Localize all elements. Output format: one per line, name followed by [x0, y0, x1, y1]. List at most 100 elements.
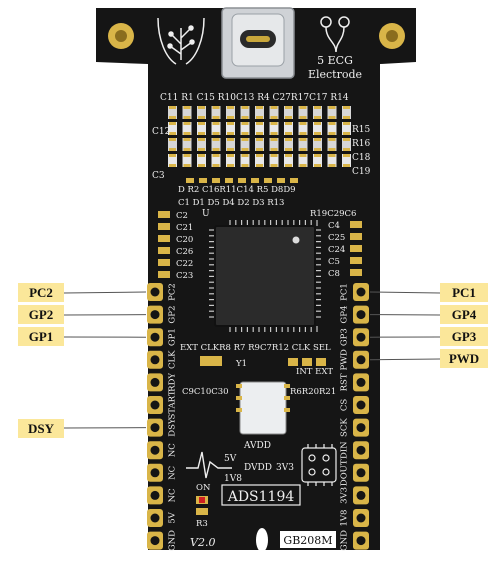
silk-3v3: 3V3 — [276, 463, 294, 473]
right-pin-label-3: GP3 — [340, 328, 350, 346]
callout-left-gp2: GP2 — [18, 305, 64, 324]
right-header-pin-11 — [353, 509, 369, 527]
ecg-label-line2: Electrode — [308, 68, 362, 81]
silk-right-col-4: C8 — [328, 269, 340, 279]
version-label: V2.0 — [190, 536, 215, 549]
left-header-pin-3 — [147, 328, 163, 346]
left-pin-label-12: GND — [168, 530, 178, 551]
right-pin-label-1: PC1 — [340, 283, 350, 301]
right-pin-label-6: CS — [340, 399, 350, 412]
crystal-y1 — [200, 356, 222, 366]
left-header-pin-10 — [147, 486, 163, 504]
right-pin-label-2: GP4 — [340, 306, 350, 324]
callout-right-gp4: GP4 — [440, 305, 488, 324]
silk-left-cap-2: C3 — [152, 171, 165, 181]
left-pin-label-10: NC — [168, 488, 178, 502]
left-header-pin-12 — [147, 532, 163, 550]
bottom-slot — [256, 528, 268, 552]
left-pin-label-3: GP1 — [168, 328, 178, 346]
silk-top-row: C11 R1 C15 R10C13 R4 C27R17C17 R14 — [160, 93, 349, 103]
right-header-pin-8 — [353, 441, 369, 459]
right-pin-label-8: DIN — [340, 441, 350, 459]
left-header-pin-8 — [147, 441, 163, 459]
silk-mid-row-2: C1 D1 D5 D4 D2 D3 R13 — [178, 198, 284, 208]
silk-right-col-2: C24 — [328, 245, 345, 255]
right-header-pin-7 — [353, 419, 369, 437]
right-header-pin-1 — [353, 283, 369, 301]
left-header-pin-6 — [147, 396, 163, 414]
silk-y1: Y1 — [235, 359, 247, 369]
left-pin-label-6: START — [168, 390, 178, 419]
silk-dvdd: DVDD — [244, 463, 272, 473]
left-pin-label-5: RDY — [168, 373, 178, 392]
clk-jumper — [288, 358, 326, 366]
right-header-pin-5 — [353, 373, 369, 391]
silk-right-col-3: C5 — [328, 257, 340, 267]
silk-right-col-0: C4 — [328, 221, 340, 231]
left-header-pin-1 — [147, 283, 163, 301]
left-header-pin-5 — [147, 373, 163, 391]
left-pin-label-8: NC — [168, 443, 178, 457]
right-header-pin-2 — [353, 306, 369, 324]
silk-left-col-5: C23 — [176, 271, 193, 281]
adc-chip — [209, 220, 321, 332]
right-pin-label-12: GND — [340, 530, 350, 551]
silk-left-cap-1: C12 — [152, 127, 170, 137]
right-header-pin-9 — [353, 464, 369, 482]
chip-name: ADS1194 — [227, 489, 295, 505]
silk-r19-row: R19C29C6 — [310, 209, 356, 219]
silk-r3: R3 — [196, 519, 208, 529]
callout-left-dsy: DSY — [18, 419, 64, 438]
silk-left-col-4: C22 — [176, 259, 193, 269]
left-header-pin-9 — [147, 464, 163, 482]
silk-caps-row: C9C10C30 — [182, 387, 229, 397]
silk-left-col-3: C26 — [176, 247, 193, 257]
silk-right-cap-3: C18 — [352, 153, 371, 163]
right-pin-label-11: 1V8 — [340, 510, 350, 527]
silk-int-ext: INT EXT — [296, 367, 333, 377]
right-pin-label-9: DOUT — [340, 459, 350, 486]
silk-left-col-1: C21 — [176, 223, 193, 233]
silk-5v: 5V — [224, 454, 237, 464]
callout-right-pc1: PC1 — [440, 283, 488, 302]
silk-right-cap-2: R16 — [352, 139, 371, 149]
ecg-label-line1: 5 ECG — [317, 54, 353, 67]
left-header-pin-11 — [147, 509, 163, 527]
left-header-pin-2 — [147, 306, 163, 324]
silk-1v8: 1V8 — [224, 474, 242, 484]
left-header-pin-7 — [147, 419, 163, 437]
left-pin-label-9: NC — [168, 466, 178, 480]
silk-avdd: AVDD — [243, 441, 271, 451]
right-header-pin-4 — [353, 351, 369, 369]
right-header-pin-6 — [353, 396, 369, 414]
left-pin-label-4: CLK — [168, 350, 178, 369]
silk-right-cap-1: R15 — [352, 125, 371, 135]
silk-left-col-0: C2 — [176, 211, 188, 221]
silk-right-col-1: C25 — [328, 233, 345, 243]
left-pin-label-2: GP2 — [168, 306, 178, 324]
silk-mid-row-1: D R2 C16R11C14 R5 D8D9 — [178, 185, 296, 195]
model-label: GB208M — [283, 534, 332, 547]
voltage-regulator — [240, 382, 286, 434]
right-pin-label-10: 3V3 — [340, 487, 350, 504]
silk-r-row: R6R20R21 — [290, 387, 336, 397]
right-pin-label-4: PWD — [340, 349, 350, 370]
resistor-r3 — [196, 508, 208, 515]
silk-clk-row: EXT CLKR8 R7 R9C7R12 CLK SEL — [180, 343, 331, 353]
right-header-pin-10 — [353, 486, 369, 504]
callout-left-gp1: GP1 — [18, 327, 64, 346]
callout-right-pwd: PWD — [440, 349, 488, 368]
silk-right-cap-4: C19 — [352, 167, 371, 177]
callout-right-gp3: GP3 — [440, 327, 488, 346]
left-pin-label-11: 5V — [168, 511, 178, 523]
left-pin-label-7: DSY — [168, 418, 178, 437]
callout-left-pc2: PC2 — [18, 283, 64, 302]
left-pin-label-1: PC2 — [168, 283, 178, 301]
right-pin-label-5: RST — [340, 373, 350, 391]
silk-left-col-2: C20 — [176, 235, 193, 245]
right-pin-label-7: SCK — [340, 418, 350, 437]
silk-u-label: U — [202, 209, 210, 219]
left-header-pin-4 — [147, 351, 163, 369]
